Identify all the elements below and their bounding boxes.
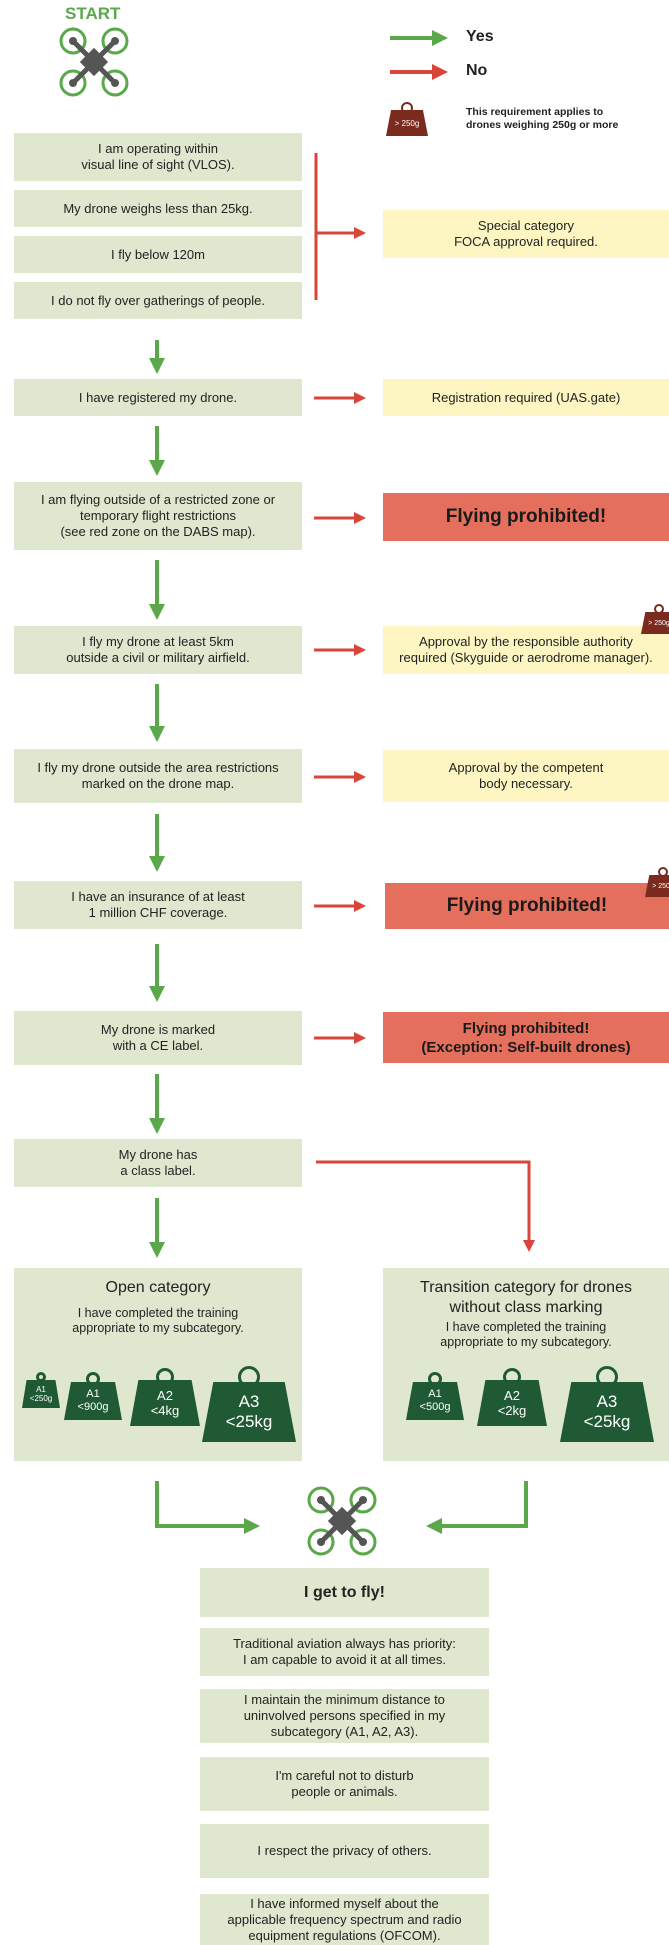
outcome-competent-body: Approval by the competent body necessary… bbox=[383, 750, 669, 802]
step-weight: My drone weighs less than 25kg. bbox=[14, 190, 302, 227]
outcome-registration: Registration required (UAS.gate) bbox=[383, 379, 669, 416]
weight-badge-icon: > 250g bbox=[386, 102, 428, 136]
outcome-special-category: Special category FOCA approval required. bbox=[383, 210, 669, 258]
weight-a2-2kg-icon: A2<2kg bbox=[477, 1368, 547, 1426]
step-vlos: I am operating within visual line of sig… bbox=[14, 133, 302, 181]
weight-badge-icon: > 250g bbox=[641, 604, 669, 634]
final-title: I get to fly! bbox=[200, 1568, 489, 1617]
final-rule: Traditional aviation always has priority… bbox=[200, 1628, 489, 1676]
outcome-prohibited-insurance: Flying prohibited! bbox=[385, 883, 669, 929]
outcome-prohibited-restricted: Flying prohibited! bbox=[383, 493, 669, 541]
weight-a3-25kg-icon: A3<25kg bbox=[202, 1366, 296, 1442]
outcome-authority-approval: Approval by the responsible authority re… bbox=[383, 626, 669, 674]
step-restricted: I am flying outside of a restricted zone… bbox=[14, 482, 302, 550]
legend-weight-note: This requirement applies to drones weigh… bbox=[466, 106, 619, 131]
legend-yes-label: Yes bbox=[466, 28, 494, 45]
open-category-desc: I have completed the training appropriat… bbox=[72, 1306, 244, 1335]
weight-a3-25kg-icon: A3<25kg bbox=[560, 1366, 654, 1442]
step-altitude: I fly below 120m bbox=[14, 236, 302, 273]
step-insurance: I have an insurance of at least 1 millio… bbox=[14, 881, 302, 929]
drone-icon bbox=[307, 1486, 377, 1556]
transition-category-title: Transition category for drones without c… bbox=[420, 1279, 632, 1316]
weight-a1-500g-icon: A1<500g bbox=[406, 1372, 464, 1420]
outcome-prohibited-ce: Flying prohibited! (Exception: Self-buil… bbox=[383, 1012, 669, 1063]
open-category-title: Open category bbox=[105, 1279, 211, 1296]
weight-a1-250g-icon: A1<250g bbox=[22, 1372, 60, 1408]
step-registered: I have registered my drone. bbox=[14, 379, 302, 416]
step-area: I fly my drone outside the area restrict… bbox=[14, 749, 302, 803]
weight-a2-4kg-icon: A2<4kg bbox=[130, 1368, 200, 1426]
weight-badge-icon: > 250g bbox=[645, 867, 669, 897]
transition-category-desc: I have completed the training appropriat… bbox=[440, 1320, 612, 1349]
step-class-label: My drone has a class label. bbox=[14, 1139, 302, 1187]
step-ce-label: My drone is marked with a CE label. bbox=[14, 1011, 302, 1065]
final-rule: I respect the privacy of others. bbox=[200, 1824, 489, 1878]
weight-a1-900g-icon: A1<900g bbox=[64, 1372, 122, 1420]
final-rule: I'm careful not to disturb people or ani… bbox=[200, 1757, 489, 1811]
step-gatherings: I do not fly over gatherings of people. bbox=[14, 282, 302, 319]
start-label: START bbox=[65, 4, 121, 23]
legend-no-label: No bbox=[466, 62, 488, 79]
final-rule: I maintain the minimum distance to uninv… bbox=[200, 1689, 489, 1743]
drone-icon bbox=[59, 27, 129, 97]
final-rule: I have informed myself about the applica… bbox=[200, 1894, 489, 1945]
step-airfield: I fly my drone at least 5km outside a ci… bbox=[14, 626, 302, 674]
